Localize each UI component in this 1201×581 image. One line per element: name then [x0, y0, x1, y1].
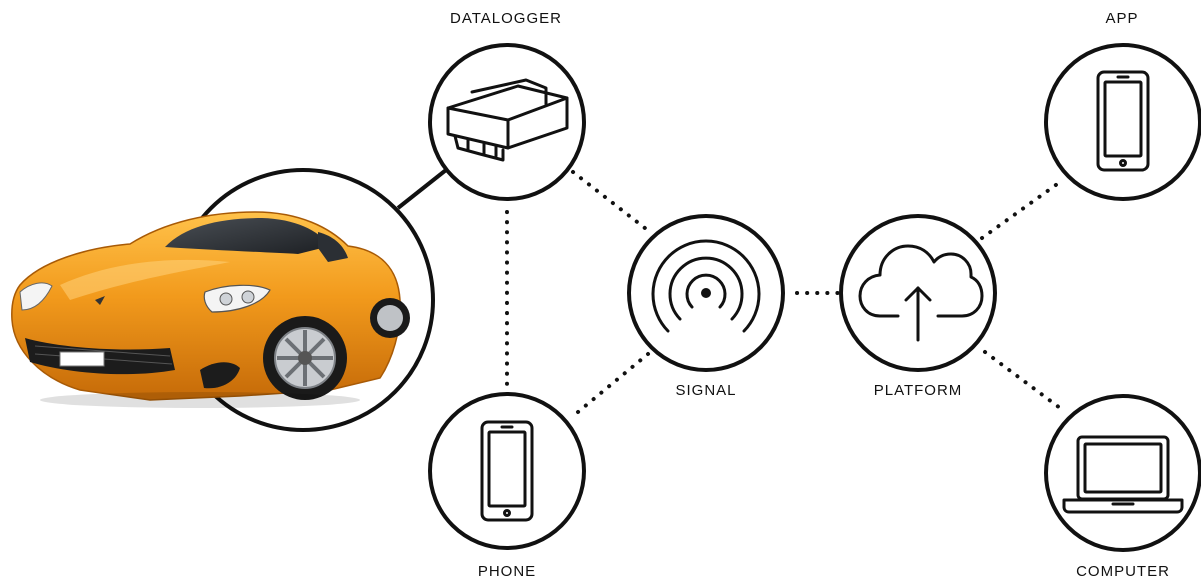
connector-phone-signal — [576, 352, 650, 414]
connector-lines — [396, 168, 1062, 414]
platform-node — [839, 214, 997, 372]
app-node — [1044, 43, 1201, 201]
signal-node — [627, 214, 785, 372]
computer-node — [1044, 394, 1201, 552]
datalogger-node — [428, 43, 586, 201]
app-label: APP — [1105, 10, 1139, 27]
phone-label: PHONE — [477, 563, 537, 580]
connector-platform-app — [980, 180, 1062, 240]
connector-car-datalogger — [396, 168, 448, 210]
signal-label: SIGNAL — [675, 382, 737, 399]
obd-dongle-icon — [446, 78, 569, 162]
computer-label: COMPUTER — [1076, 563, 1170, 580]
car-node — [11, 168, 435, 432]
smartphone-icon — [480, 420, 534, 522]
wireless-signal-icon — [651, 239, 761, 333]
platform-label: PLATFORM — [873, 382, 963, 399]
sports-car-image — [11, 211, 410, 408]
signal-dot — [701, 288, 711, 298]
app-circle — [1044, 43, 1201, 201]
phone-node — [428, 392, 586, 550]
smartphone-icon — [1096, 70, 1150, 172]
laptop-icon — [1062, 435, 1184, 514]
computer-circle — [1044, 394, 1201, 552]
connector-platform-computer — [983, 350, 1062, 410]
datalogger-label: DATALOGGER — [450, 10, 562, 27]
phone-circle — [428, 392, 586, 550]
cloud-upload-icon — [858, 244, 984, 342]
connector-datalogger-signal — [571, 170, 652, 234]
